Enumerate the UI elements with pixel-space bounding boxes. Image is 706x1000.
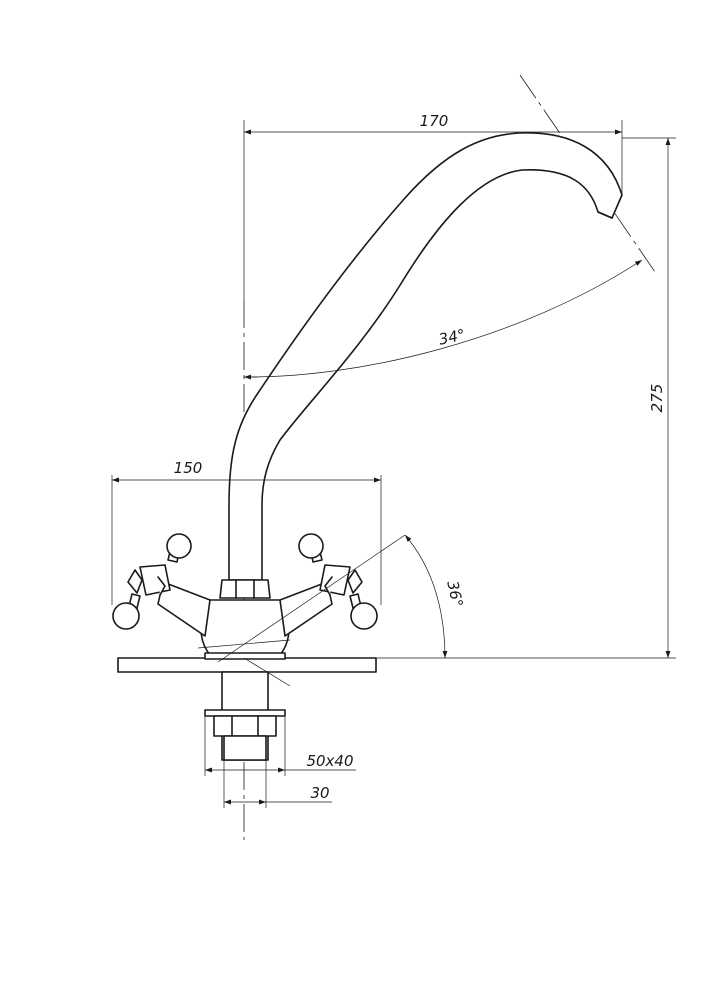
right-cross-handle <box>298 533 378 630</box>
dimension-36deg: 36° <box>404 534 466 659</box>
dimension-label-30: 30 <box>310 784 329 802</box>
mounting-nut <box>213 715 277 737</box>
dimension-50x40: 50x40 <box>204 716 356 776</box>
dimension-30: 30 <box>223 760 332 808</box>
dimension-label-36deg: 36° <box>443 579 466 609</box>
dimension-34deg: 34° <box>243 259 643 380</box>
dimension-label-170: 170 <box>420 112 449 130</box>
faucet <box>112 132 623 761</box>
spout-outlet <box>597 211 613 219</box>
dimension-150: 150 <box>111 459 382 605</box>
dimension-170: 170 <box>243 112 623 300</box>
dimension-label-150: 150 <box>174 459 203 477</box>
base-ring <box>204 652 286 660</box>
dimension-275: 275 <box>376 137 676 659</box>
spout <box>228 132 623 581</box>
dimension-label-50x40: 50x40 <box>306 752 353 770</box>
left-valve-arm <box>157 581 211 637</box>
spout-hex-nut <box>219 579 271 599</box>
left-cross-handle <box>112 533 192 630</box>
right-valve-arm <box>279 581 333 637</box>
dimension-label-275: 275 <box>648 384 666 413</box>
washer <box>204 709 286 717</box>
dimension-label-34deg: 34° <box>437 326 467 349</box>
construction-lines <box>197 534 406 687</box>
